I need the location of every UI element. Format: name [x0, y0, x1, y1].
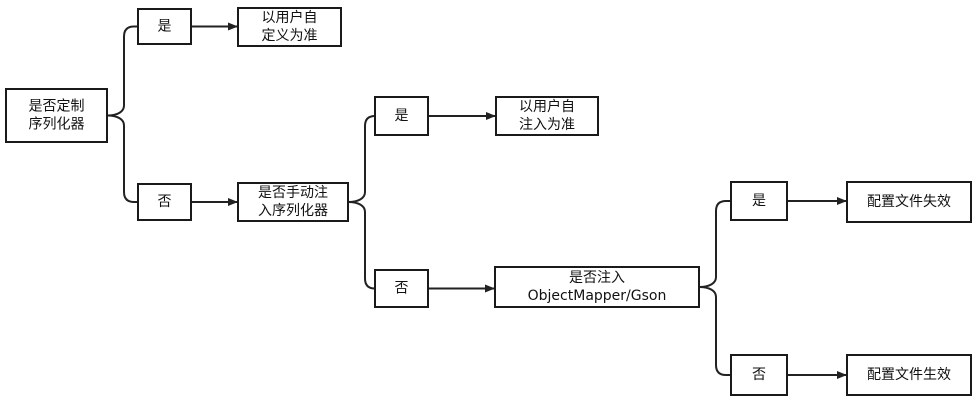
node-label-no2-line0: 否: [395, 281, 409, 297]
node-res4: 配置文件生效: [846, 354, 972, 396]
node-box-res3: [846, 181, 972, 223]
node-label-root-line1: 序列化器: [29, 117, 85, 133]
node-label-q3-line1: ObjectMapper/Gson: [528, 288, 667, 304]
node-label-q2-line1: 入序列化器: [258, 203, 328, 219]
node-label-root-line0: 是否定制: [29, 99, 85, 115]
node-box-yes1: [137, 8, 192, 45]
node-label-yes3-line0: 是: [752, 193, 766, 209]
node-box-yes3: [730, 181, 788, 221]
node-q3: 是否注入 ObjectMapper/Gson: [494, 266, 700, 308]
node-box-root: [5, 88, 108, 143]
node-label-res1-line0: 以用户自: [262, 9, 318, 26]
node-label-res3-line0: 配置文件失效: [867, 194, 951, 210]
node-box-res2: [495, 96, 599, 136]
node-box-yes2: [374, 96, 429, 136]
node-label-res4-line0: 配置文件生效: [867, 367, 951, 383]
node-no3: 否: [730, 354, 788, 396]
node-label-res2-line0: 以用户自: [519, 98, 575, 115]
node-label-res1-line1: 定义为准: [262, 28, 318, 44]
node-label-yes2-line0: 是: [395, 108, 409, 124]
node-label-yes1-line0: 是: [158, 19, 172, 35]
node-box-no3: [730, 354, 788, 396]
nodes-layer: 是否定制序列化器是以用户自定义为准否是否手动注入序列化器是以用户自注入为准否是否…: [5, 7, 972, 396]
node-res3: 配置文件失效: [846, 181, 972, 223]
links-layer: [106, 22, 847, 379]
branch-brace-q3: [698, 200, 731, 376]
node-yes1: 是: [137, 8, 192, 45]
node-box-res4: [846, 354, 972, 396]
node-box-q2: [237, 182, 349, 222]
node-label-no3-line0: 否: [752, 367, 766, 383]
node-box-res1: [237, 7, 342, 47]
node-box-no1: [137, 183, 192, 221]
node-box-no2: [374, 269, 429, 308]
branch-brace-root: [106, 25, 138, 203]
node-label-no1-line0: 否: [158, 194, 172, 210]
node-box-q3: [494, 266, 700, 308]
node-label-q3-line0: 是否注入: [569, 270, 625, 286]
node-no2: 否: [374, 269, 429, 308]
branch-brace-q2: [347, 115, 376, 290]
node-yes3: 是: [730, 181, 788, 221]
node-label-q2-line0: 是否手动注: [258, 185, 328, 201]
node-yes2: 是: [374, 96, 429, 136]
node-label-res2-line1: 注入为准: [519, 117, 575, 133]
node-no1: 否: [137, 183, 192, 221]
